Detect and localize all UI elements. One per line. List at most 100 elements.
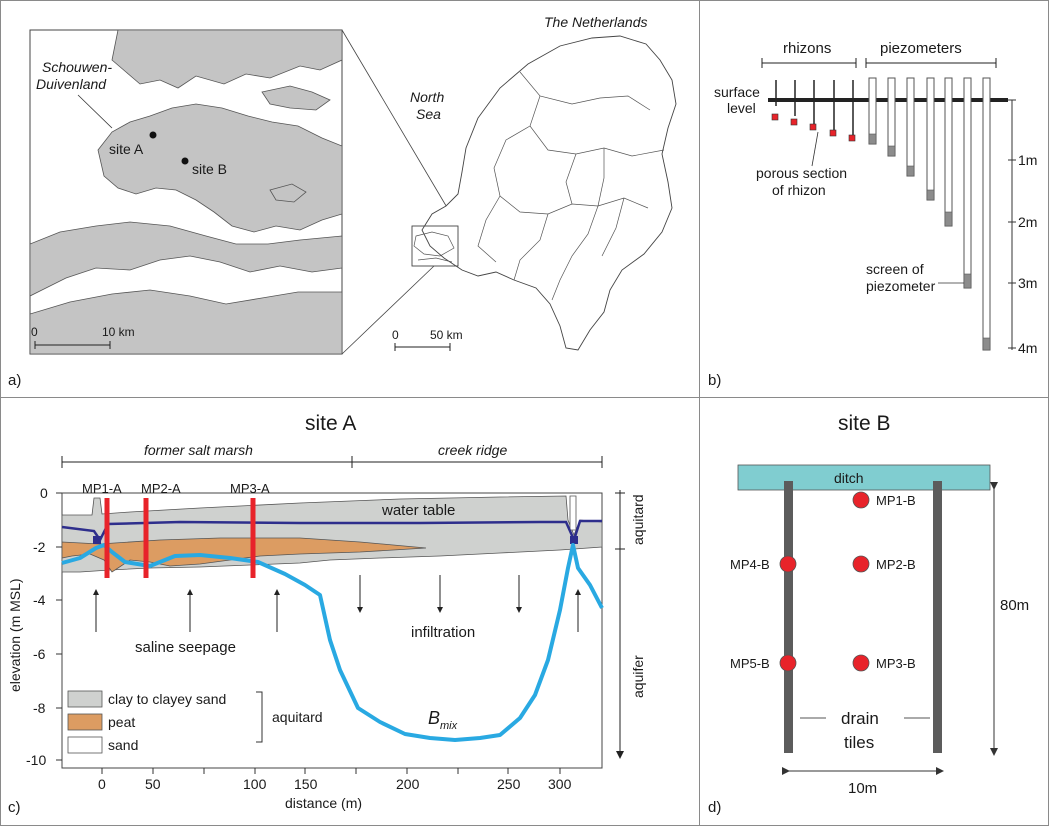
site-a-title: site A: [305, 412, 356, 435]
piezometers-label: piezometers: [880, 40, 962, 57]
zeeland-box: [411, 225, 459, 267]
panel-b: rhizons piezometers surface level porous…: [708, 40, 1037, 389]
legend-group-aquitard: aquitard: [272, 709, 323, 725]
inset-scale-zero: 0: [31, 325, 38, 339]
well-label-mp1-a: MP1-A: [82, 481, 122, 496]
well-mp4-b: [779, 555, 797, 573]
y-axis-ticks: [56, 492, 62, 761]
x-tick-300: 300: [548, 776, 572, 792]
water-table-label: water table: [381, 502, 455, 519]
map-scale-zero: 0: [392, 328, 399, 342]
seepage-arrows: [93, 589, 581, 632]
x-axis-ticks: [101, 768, 561, 774]
well-label-mp3-a: MP3-A: [230, 481, 270, 496]
depth-tick-3m: 3m: [1018, 275, 1037, 291]
drain-tile-left: [784, 481, 793, 753]
sea-name-line1: North: [410, 89, 444, 105]
x-tick-0: 0: [98, 776, 106, 792]
zone-creek-ridge: creek ridge: [438, 442, 507, 458]
province-borders: [477, 71, 665, 301]
panel-c-label: c): [8, 799, 21, 816]
legend-swatch-sand: [67, 736, 103, 754]
screen-label-line2: piezometer: [866, 278, 936, 294]
x-tick-100: 100: [243, 776, 267, 792]
y-tick-neg6: -6: [33, 646, 46, 662]
y-tick-neg10: -10: [26, 752, 46, 768]
inset-scale-bar: [34, 341, 111, 349]
rhizons: [775, 80, 854, 137]
rhizons-label: rhizons: [783, 40, 831, 57]
well-label-mp4-b: MP4-B: [730, 557, 770, 572]
legend: clay to clayey sand peat sand aquitard: [67, 690, 323, 754]
wells-site-a: [104, 498, 256, 578]
screen-label-line1: screen of: [866, 261, 924, 277]
ditch-label: ditch: [834, 470, 864, 486]
depth-tick-2m: 2m: [1018, 214, 1037, 230]
well-label-mp5-b: MP5-B: [730, 656, 770, 671]
drain-tiles-line2: tiles: [844, 733, 874, 752]
inset-map: [30, 30, 342, 354]
piezometers: [868, 77, 991, 351]
surface-level-line1: surface: [714, 84, 760, 100]
rhizon-porous-sections: [771, 113, 856, 142]
y-tick-neg2: -2: [33, 539, 46, 555]
x-tick-250: 250: [497, 776, 521, 792]
well-mp5-b: [779, 654, 797, 672]
well-mp3-b: [852, 654, 870, 672]
y-tick-neg8: -8: [33, 700, 46, 716]
island-name-line1: Schouwen-: [42, 59, 112, 75]
y-tick-0: 0: [40, 485, 48, 501]
x-axis-label: distance (m): [285, 795, 362, 811]
right-label-aquitard: aquitard: [630, 494, 646, 545]
panel-d-label: d): [708, 799, 721, 816]
legend-item-clay: clay to clayey sand: [108, 691, 226, 707]
well-mp2-b: [852, 555, 870, 573]
panel-d: site B ditch MP1-B MP2-B MP3-B MP4-B MP5…: [708, 412, 1029, 816]
site-a-label: site A: [109, 141, 144, 157]
porous-section-line2: of rhizon: [772, 182, 826, 198]
wells-site-b: [779, 491, 870, 672]
panel-b-label: b): [708, 372, 721, 389]
site-b-title: site B: [838, 412, 891, 435]
map-scale-value: 50 km: [430, 328, 463, 342]
depth-tick-4m: 4m: [1018, 340, 1037, 356]
height-label: 80m: [1000, 597, 1029, 614]
y-tick-neg4: -4: [33, 592, 46, 608]
infiltration-label: infiltration: [411, 624, 475, 641]
x-tick-200: 200: [396, 776, 420, 792]
well-label-mp3-b: MP3-B: [876, 656, 916, 671]
ditch: [737, 464, 991, 491]
map-scale-bar: [394, 343, 451, 351]
panel-a: site A site B Schouwen- Duivenland North…: [8, 14, 677, 389]
site-b-dot: [181, 157, 189, 165]
infiltration-arrows: [357, 575, 522, 613]
piezometer-screens: [868, 133, 991, 351]
depth-tick-1m: 1m: [1018, 152, 1037, 168]
porous-section-line1: porous section: [756, 165, 847, 181]
right-label-aquifer: aquifer: [630, 655, 646, 698]
well-label-mp2-b: MP2-B: [876, 557, 916, 572]
bmix-label: Bmix: [428, 708, 458, 732]
depth-axis: [1008, 99, 1016, 350]
surface-level-line2: level: [727, 100, 756, 116]
legend-item-peat: peat: [108, 714, 135, 730]
panel-a-label: a): [8, 372, 21, 389]
sea-name-line2: Sea: [416, 106, 441, 122]
width-label: 10m: [848, 780, 877, 797]
site-b-label: site B: [192, 161, 227, 177]
panel-c: site A former salt marsh creek ridge wat…: [7, 412, 646, 816]
right-axis: [615, 490, 625, 759]
y-axis-label: elevation (m MSL): [7, 578, 23, 692]
well-label-mp1-b: MP1-B: [876, 493, 916, 508]
inset-scale-value: 10 km: [102, 325, 135, 339]
saline-seepage-label: saline seepage: [135, 639, 236, 656]
x-tick-50: 50: [145, 776, 161, 792]
site-a-dot: [149, 131, 157, 139]
well-mp1-b: [852, 491, 870, 509]
netherlands-map: [421, 35, 677, 351]
bmix-curve: [61, 543, 604, 742]
country-name: The Netherlands: [544, 14, 648, 30]
legend-swatch-clay: [67, 690, 103, 708]
island-name-line2: Duivenland: [36, 76, 107, 92]
